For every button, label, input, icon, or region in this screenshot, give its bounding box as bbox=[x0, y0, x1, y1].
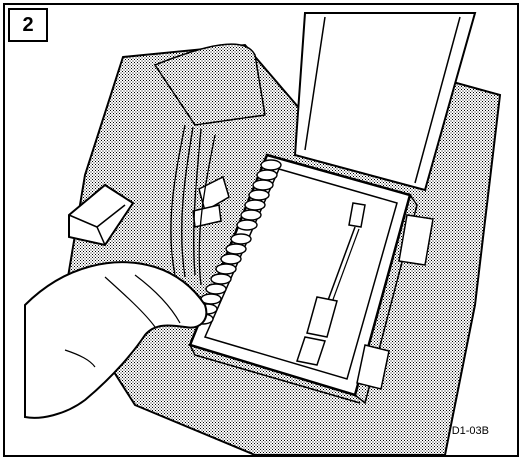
figure-code: D1-03B bbox=[451, 425, 489, 437]
wiring bbox=[170, 124, 216, 286]
hand bbox=[24, 261, 208, 419]
coil-spring bbox=[192, 159, 282, 325]
step-number-badge: 2 bbox=[8, 8, 48, 42]
illustration bbox=[24, 12, 502, 455]
inner-rod bbox=[296, 202, 366, 366]
lid-panel bbox=[293, 12, 477, 192]
lid-edge bbox=[304, 16, 326, 151]
shroud bbox=[153, 43, 266, 126]
figure-frame: 2 D1-03B bbox=[3, 3, 519, 457]
right-tab bbox=[356, 344, 390, 390]
harness-connector bbox=[192, 175, 230, 228]
right-tab bbox=[398, 214, 434, 266]
lid-edge bbox=[414, 16, 461, 184]
left-switch bbox=[68, 183, 135, 247]
